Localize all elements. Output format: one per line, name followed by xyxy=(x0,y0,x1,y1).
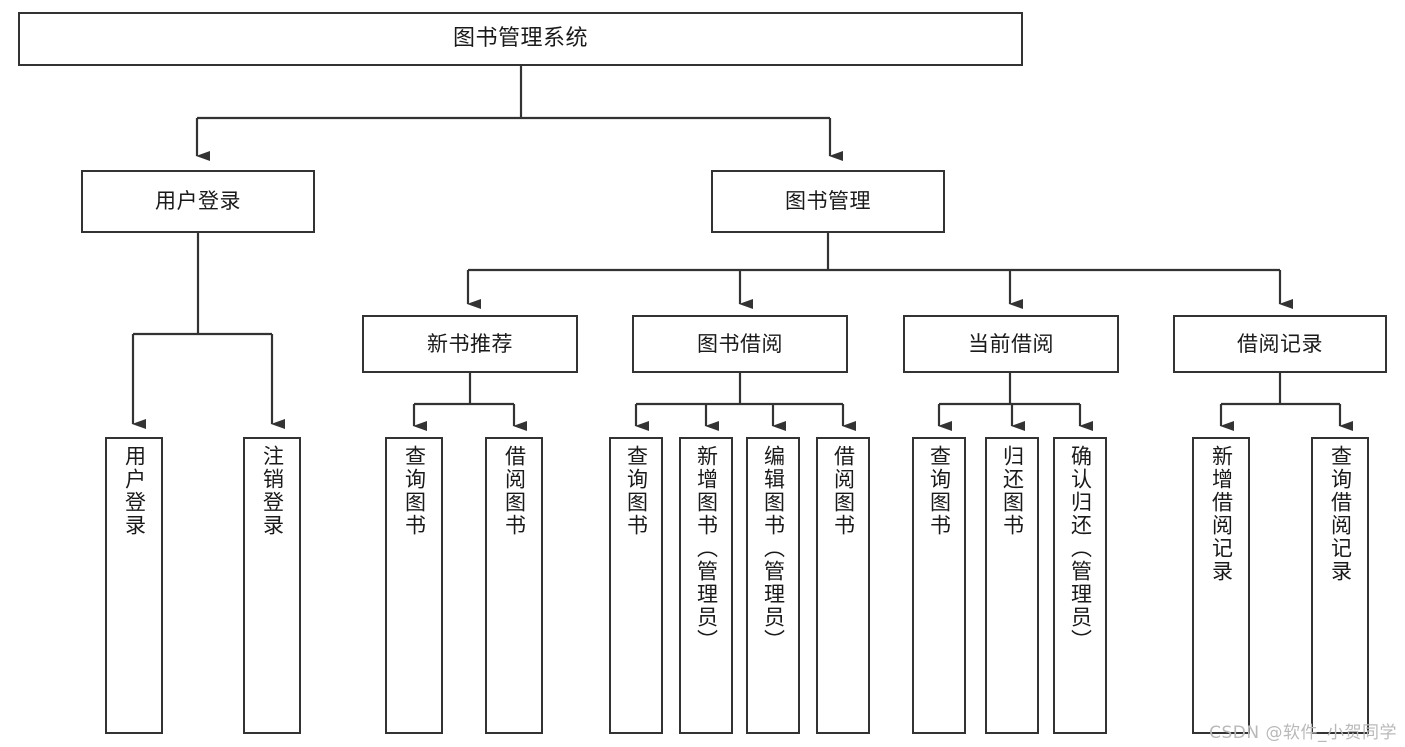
leaf-query-book-borrow[interactable]: 查询图书 xyxy=(609,437,663,734)
node-label: 图书借阅 xyxy=(697,331,783,356)
node-label: 确认归还（管理员） xyxy=(1068,445,1093,652)
link-user-login-to-leaves xyxy=(131,233,285,429)
node-label: 图书管理 xyxy=(785,189,871,214)
leaf-query-borrow-record[interactable]: 查询借阅记录 xyxy=(1311,437,1369,734)
node-label: 用户登录 xyxy=(122,445,147,537)
node-user-login[interactable]: 用户登录 xyxy=(81,170,315,233)
node-label: 归还图书 xyxy=(1000,445,1025,537)
leaf-edit-book-admin[interactable]: 编辑图书（管理员） xyxy=(746,437,800,734)
node-label: 借阅图书 xyxy=(502,445,527,537)
link-new-book-to-leaves xyxy=(412,373,527,431)
node-label: 查询图书 xyxy=(624,445,649,537)
node-label: 新书推荐 xyxy=(427,331,513,356)
node-label: 注销登录 xyxy=(260,445,285,537)
node-label: 编辑图书（管理员） xyxy=(761,445,786,652)
node-label: 查询借阅记录 xyxy=(1328,445,1353,583)
link-root-to-level2 xyxy=(195,66,843,161)
leaf-return-book[interactable]: 归还图书 xyxy=(985,437,1039,734)
node-root-system[interactable]: 图书管理系统 xyxy=(18,12,1023,66)
node-label: 查询图书 xyxy=(927,445,952,537)
link-current-borrow-to-leaves xyxy=(937,373,1093,431)
leaf-query-book-current[interactable]: 查询图书 xyxy=(912,437,966,734)
node-new-book-recommend[interactable]: 新书推荐 xyxy=(362,315,578,373)
leaf-query-book-recommend[interactable]: 查询图书 xyxy=(385,437,443,734)
node-book-management[interactable]: 图书管理 xyxy=(711,170,945,233)
link-book-manage-to-level3 xyxy=(466,233,1293,309)
node-label: 借阅记录 xyxy=(1237,331,1323,356)
node-label: 当前借阅 xyxy=(968,331,1054,356)
node-label: 新增图书（管理员） xyxy=(694,445,719,652)
leaf-borrow-book[interactable]: 借阅图书 xyxy=(816,437,870,734)
node-current-borrow[interactable]: 当前借阅 xyxy=(903,315,1119,373)
leaf-user-login[interactable]: 用户登录 xyxy=(105,437,163,734)
link-records-to-leaves xyxy=(1219,373,1353,431)
watermark: CSDN @软件_小贺同学 xyxy=(1209,723,1397,743)
leaf-add-book-admin[interactable]: 新增图书（管理员） xyxy=(679,437,733,734)
node-borrow-records[interactable]: 借阅记录 xyxy=(1173,315,1387,373)
node-label: 用户登录 xyxy=(155,189,241,214)
node-label: 新增借阅记录 xyxy=(1209,445,1234,583)
node-label: 借阅图书 xyxy=(831,445,856,537)
leaf-logout-login[interactable]: 注销登录 xyxy=(243,437,301,734)
leaf-borrow-book-recommend[interactable]: 借阅图书 xyxy=(485,437,543,734)
leaf-confirm-return-admin[interactable]: 确认归还（管理员） xyxy=(1053,437,1107,734)
leaf-add-borrow-record[interactable]: 新增借阅记录 xyxy=(1192,437,1250,734)
node-book-borrow[interactable]: 图书借阅 xyxy=(632,315,848,373)
node-label: 图书管理系统 xyxy=(452,26,588,52)
link-borrow-to-leaves xyxy=(634,373,856,431)
node-label: 查询图书 xyxy=(402,445,427,537)
